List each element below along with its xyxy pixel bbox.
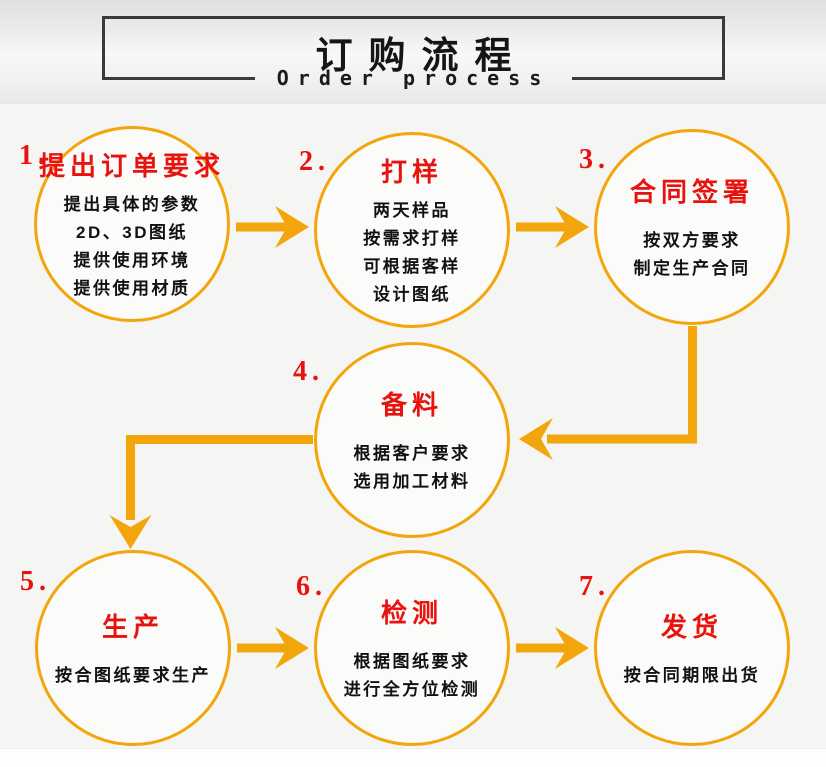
- header-band: 订购流程 Order process: [0, 0, 826, 104]
- border-segment-left: [102, 76, 255, 80]
- arrow-step3-to-step4: [519, 326, 697, 460]
- step-title: 检测: [380, 597, 443, 628]
- step-circle-contract-signing: 合同签署 按双方要求 制定生产合同: [594, 129, 790, 325]
- step-line: 按双方要求: [643, 230, 741, 250]
- step-title: 备料: [380, 389, 443, 420]
- arrow-step6-to-step7: [516, 627, 589, 669]
- step-title: 提出订单要求: [38, 150, 225, 181]
- step-circle-sampling: 打样 两天样品 按需求打样 可根据客样 设计图纸: [314, 132, 510, 328]
- step-title: 打样: [380, 156, 443, 187]
- footer-band: [0, 748, 826, 767]
- title-box: 订购流程: [102, 16, 725, 80]
- step-title: 合同签署: [629, 176, 754, 207]
- step-line: 选用加工材料: [353, 471, 471, 491]
- step-line: 按合图纸要求生产: [55, 665, 211, 685]
- step-number-1: 1.: [19, 140, 50, 171]
- step-line: 两天样品: [373, 200, 451, 220]
- page-title: 订购流程: [315, 34, 528, 76]
- arrow-step1-to-step2: [236, 206, 309, 248]
- step-number-7: 7.: [579, 571, 610, 602]
- title-box-bottom-border: Order process: [102, 64, 726, 92]
- step-line: 可根据客样: [363, 256, 461, 276]
- arrow-step2-to-step3: [516, 206, 589, 248]
- step-line: 提出具体的参数: [63, 194, 201, 214]
- step-circle-material-preparation: 备料 根据客户要求 选用加工材料: [314, 342, 510, 538]
- step-number-3: 3.: [579, 144, 610, 175]
- step-line: 根据客户要求: [353, 443, 471, 463]
- step-line: 按需求打样: [363, 228, 461, 248]
- step-line: 按合同期限出货: [623, 665, 761, 685]
- arrow-step4-to-step5: [109, 435, 313, 549]
- step-circle-order-request: 提出订单要求 提出具体的参数 2D、3D图纸 提供使用环境 提供使用材质: [34, 126, 230, 322]
- step-line: 2D、3D图纸: [76, 222, 188, 242]
- step-number-6: 6.: [296, 571, 327, 602]
- step-number-5: 5.: [20, 566, 51, 597]
- step-title: 生产: [101, 611, 164, 642]
- step-circle-shipping: 发货 按合同期限出货: [594, 550, 790, 746]
- arrow-step5-to-step6: [237, 627, 309, 669]
- step-number-4: 4.: [293, 356, 324, 387]
- step-line: 提供使用材质: [73, 278, 191, 298]
- step-line: 制定生产合同: [633, 258, 751, 278]
- step-line: 提供使用环境: [73, 250, 191, 270]
- border-segment-right: [572, 76, 726, 80]
- step-number-2: 2.: [299, 146, 330, 177]
- step-line: 根据图纸要求: [353, 651, 471, 671]
- page-subtitle: Order process: [276, 66, 551, 90]
- step-title: 发货: [660, 611, 723, 642]
- step-circle-inspection: 检测 根据图纸要求 进行全方位检测: [314, 550, 510, 746]
- step-line: 设计图纸: [373, 284, 451, 304]
- step-line: 进行全方位检测: [343, 679, 481, 699]
- step-circle-production: 生产 按合图纸要求生产: [35, 550, 231, 746]
